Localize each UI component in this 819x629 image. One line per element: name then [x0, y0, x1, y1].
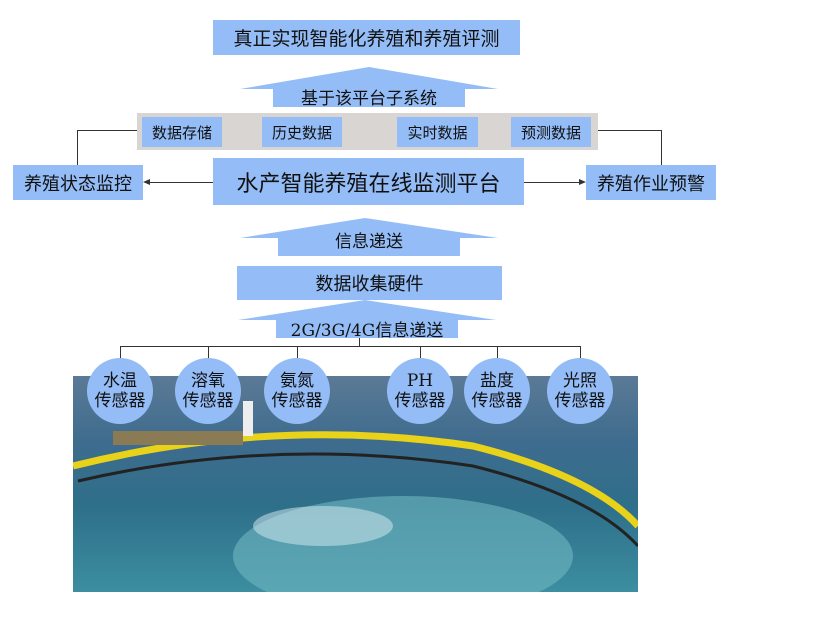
hardware-box: 数据收集硬件 [237, 266, 502, 300]
sensor-label: 传感器 [94, 391, 146, 411]
branch-drop [208, 346, 209, 360]
sensor-name: 光照 [563, 371, 597, 391]
branch-drop [120, 346, 121, 360]
sensor-label: 传感器 [394, 391, 446, 411]
subsystem-arrow: 基于该平台子系统 [240, 67, 498, 109]
ammonia-sensor: 氨氮传感器 [264, 358, 330, 424]
water-temp-sensor: 水温传感器 [87, 358, 153, 424]
up-arrow-icon [240, 218, 498, 256]
subsystem-history-data: 历史数据 [262, 117, 342, 147]
sensor-name: 水温 [103, 371, 137, 391]
info-arrow: 信息递送 [240, 218, 498, 256]
light-sensor: 光照传感器 [547, 358, 613, 424]
net-pen-illustration [73, 401, 638, 592]
up-arrow-icon [240, 67, 498, 107]
sensor-label: 传感器 [182, 391, 234, 411]
sensor-label: 传感器 [271, 391, 323, 411]
salinity-sensor: 盐度传感器 [464, 358, 530, 424]
sensor-name: 氨氮 [280, 371, 314, 391]
branch-drop [580, 346, 581, 360]
arrow-head-icon [579, 179, 586, 185]
sensor-name: 盐度 [480, 371, 514, 391]
fish-farm-photo [73, 376, 638, 592]
arrow-head-icon [143, 179, 150, 185]
sensor-label: 传感器 [554, 391, 606, 411]
branch-drop [497, 346, 498, 360]
connector [598, 130, 662, 131]
connector [77, 130, 137, 131]
sensor-name: 溶氧 [191, 371, 225, 391]
sensor-label: 传感器 [471, 391, 523, 411]
connector [661, 130, 662, 165]
branch-drop [420, 346, 421, 360]
subsystem-realtime-data: 实时数据 [397, 117, 478, 147]
network-arrow: 2G/3G/4G信息递送 [238, 300, 496, 341]
branch-drop [297, 346, 298, 360]
arrow-left-line [146, 182, 213, 183]
warning-box: 养殖作业预警 [586, 165, 716, 200]
up-arrow-icon [238, 300, 496, 338]
branch-stem [359, 338, 360, 347]
monitoring-box: 养殖状态监控 [13, 165, 143, 200]
dissolved-oxygen-sensor: 溶氧传感器 [175, 358, 241, 424]
arrow-label: 基于该平台子系统 [301, 89, 437, 109]
branch-line [120, 346, 581, 347]
goal-box: 真正实现智能化养殖和养殖评测 [213, 20, 520, 55]
arrow-right-line [524, 182, 580, 183]
arrow-label: 信息递送 [335, 232, 403, 252]
subsystem-data-storage: 数据存储 [142, 117, 222, 147]
sensor-name: PH [406, 371, 434, 391]
subsystem-forecast-data: 预测数据 [511, 117, 591, 147]
platform-box: 水产智能养殖在线监测平台 [213, 158, 524, 205]
connector [77, 130, 78, 165]
arrow-label: 2G/3G/4G信息递送 [290, 321, 444, 341]
